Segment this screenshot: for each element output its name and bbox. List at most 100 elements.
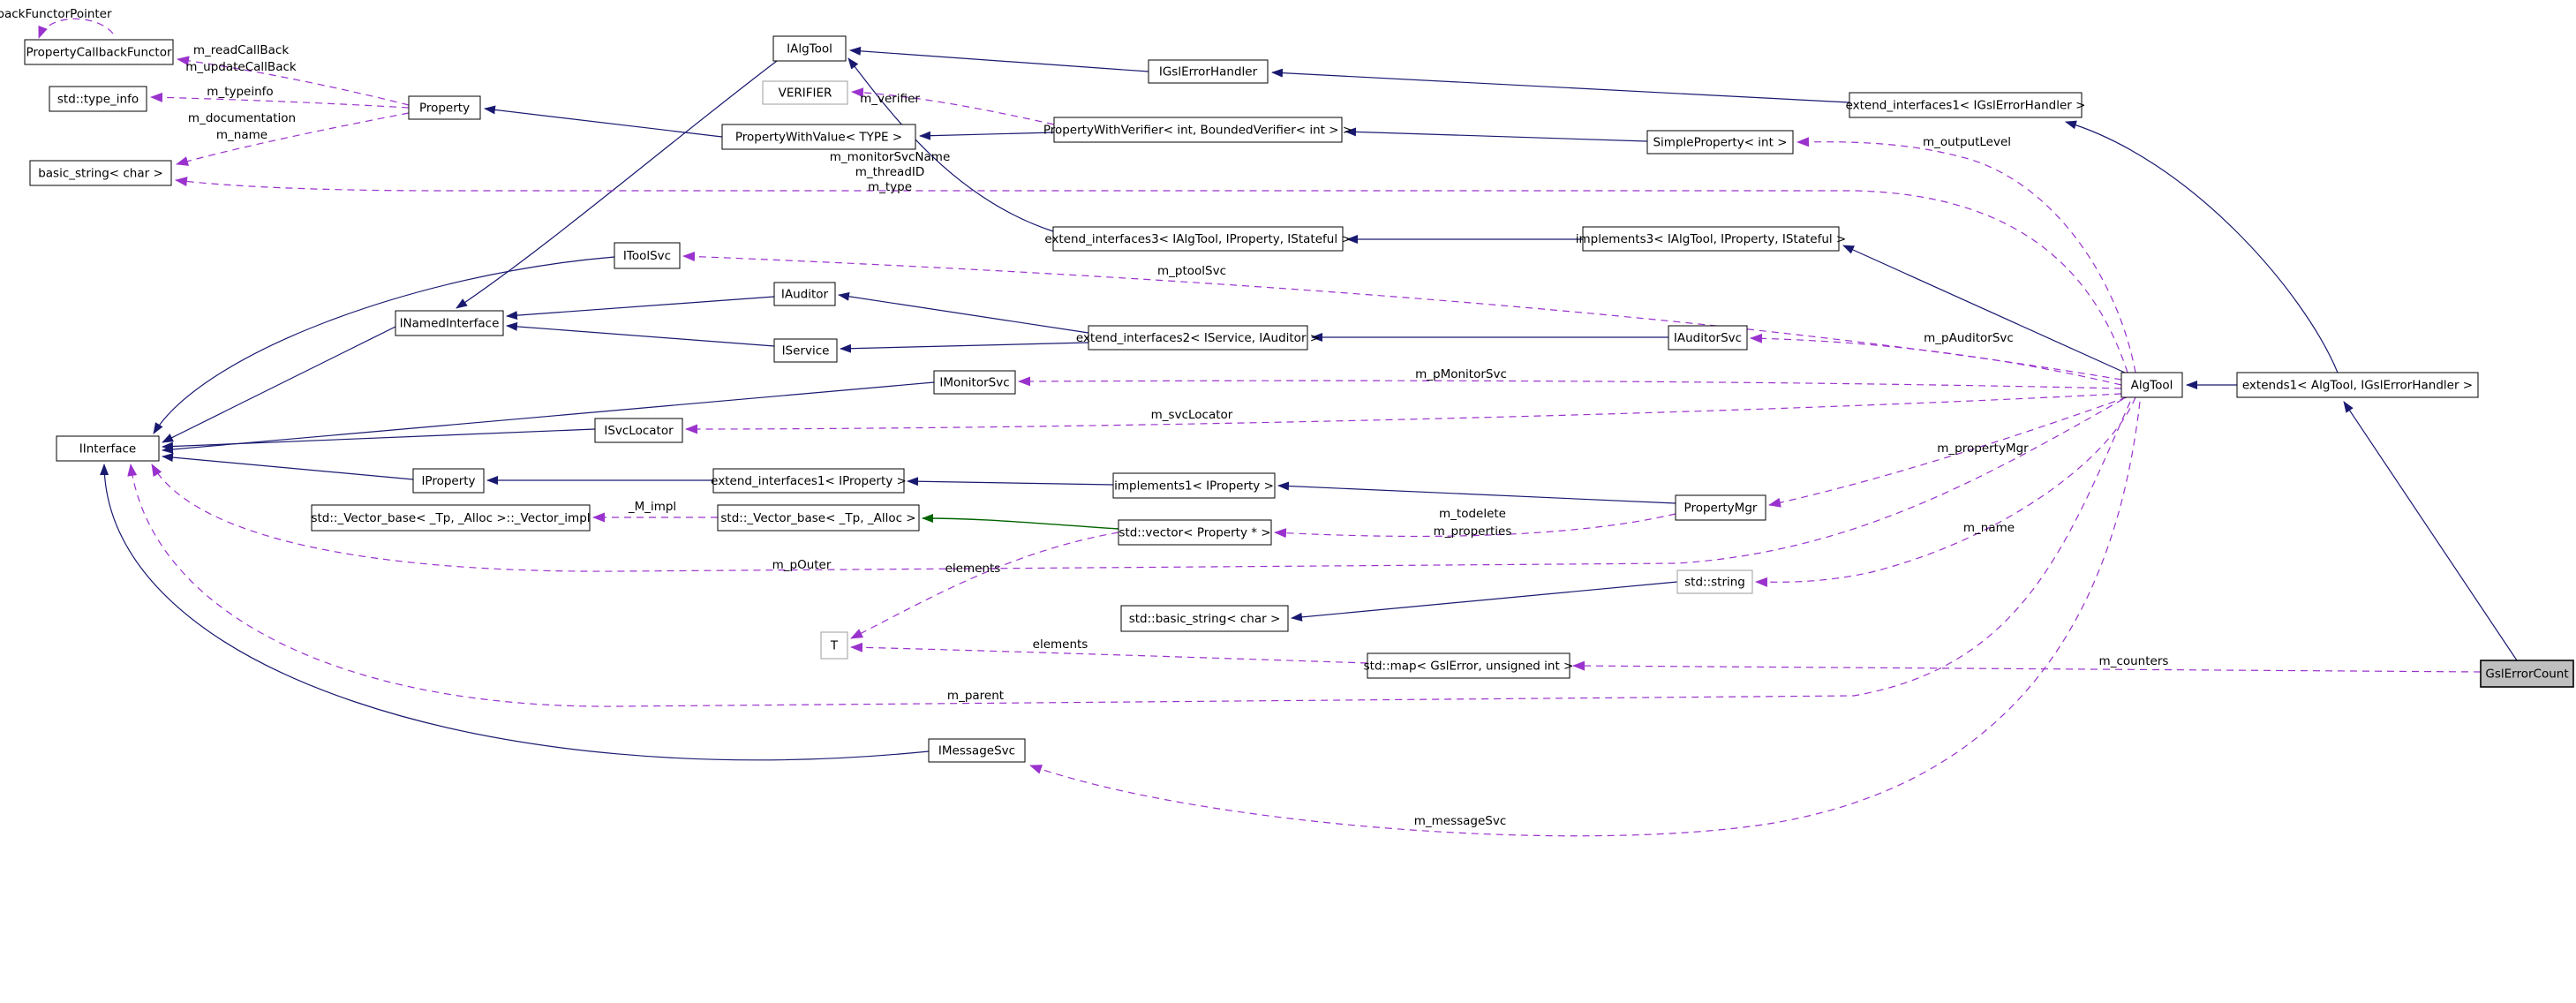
class-node-implements1-IProperty[interactable]: implements1< IProperty >	[1112, 472, 1276, 499]
class-node-box-PropertyCallbackFunctor[interactable]	[24, 39, 174, 65]
class-node-basic_string-char[interactable]: basic_string< char >	[29, 160, 172, 186]
class-node-box-extend_interfaces1-IGslErrorHandler[interactable]	[1849, 92, 2083, 118]
class-node-box-PropertyWithVerifier[interactable]	[1053, 117, 1343, 143]
class-node-label-IInterface: IInterface	[79, 442, 136, 456]
class-node-extend_interfaces1-IProperty[interactable]: extend_interfaces1< IProperty >	[711, 468, 907, 494]
edge-label-m_readCallBack-1: m_readCallBack	[193, 43, 289, 57]
class-node-box-basic_string-char[interactable]	[29, 160, 172, 186]
class-node-box-vector_base[interactable]	[717, 504, 920, 532]
class-node-vector_base[interactable]: std::_Vector_base< _Tp, _Alloc >	[717, 504, 920, 532]
class-node-IMonitorSvc[interactable]: IMonitorSvc	[933, 370, 1016, 395]
class-node-SimpleProperty-int[interactable]: SimpleProperty< int >	[1646, 130, 1794, 155]
class-node-box-VERIFIER[interactable]	[762, 80, 848, 105]
edge-string-to-basic_string	[1291, 581, 1678, 622]
class-node-box-IMonitorSvc[interactable]	[933, 370, 1016, 395]
class-node-IInterface[interactable]: IInterface	[56, 435, 160, 462]
edge-IMonitorSvc-to-IInterface	[162, 381, 935, 454]
class-node-AlgTool[interactable]: AlgTool	[2120, 372, 2183, 398]
class-node-T[interactable]: T	[820, 631, 848, 660]
class-node-std-string[interactable]: std::string	[1676, 569, 1753, 594]
class-node-label-implements1-IProperty: implements1< IProperty >	[1114, 479, 1274, 494]
class-node-INamedInterface[interactable]: INamedInterface	[395, 310, 504, 336]
class-node-box-IInterface[interactable]	[56, 435, 160, 462]
class-node-PropertyWithValue[interactable]: PropertyWithValue< TYPE >	[721, 124, 916, 150]
edge-label-elements-21: elements	[945, 562, 1001, 576]
class-node-extend_interfaces3[interactable]: extend_interfaces3< IAlgTool, IProperty,…	[1044, 226, 1352, 252]
class-node-box-std-vector-Property[interactable]	[1118, 519, 1272, 546]
class-node-box-PropertyWithValue[interactable]	[721, 124, 916, 150]
class-node-box-std-map[interactable]	[1367, 652, 1570, 679]
edge-label-m_ptoolSvc-11: m_ptoolSvc	[1157, 264, 1226, 278]
edge-label-m_pAuditorSvc-12: m_pAuditorSvc	[1924, 331, 2014, 345]
class-node-IMessageSvc[interactable]: IMessageSvc	[928, 738, 1026, 763]
class-node-implements3[interactable]: implements3< IAlgTool, IProperty, IState…	[1576, 226, 1846, 252]
class-node-IProperty[interactable]: IProperty	[412, 468, 485, 494]
edge-Property-to-basic_string	[176, 112, 410, 166]
class-node-box-extend_interfaces2[interactable]	[1088, 325, 1308, 351]
edge-extend_interfaces1GslEH-to-IGslErrorHandler	[1271, 68, 1850, 103]
class-node-box-extend_interfaces3[interactable]	[1052, 226, 1344, 252]
class-node-box-extend_interfaces1-IProperty[interactable]	[712, 468, 905, 494]
class-node-VERIFIER[interactable]: VERIFIER	[762, 80, 848, 105]
edge-label-m_todelete-17: m_todelete	[1439, 507, 1506, 521]
class-node-label-vector_impl: std::_Vector_base< _Tp, _Alloc >::_Vecto…	[311, 511, 590, 525]
class-node-IGslErrorHandler[interactable]: IGslErrorHandler	[1148, 59, 1269, 84]
class-node-label-IAuditorSvc: IAuditorSvc	[1674, 331, 1742, 345]
edge-implements1-to-extend_interfaces1IProp	[907, 477, 1114, 486]
class-node-std-type_info[interactable]: std::type_info	[49, 86, 147, 112]
class-node-extend_interfaces2[interactable]: extend_interfaces2< IService, IAuditor >	[1076, 325, 1320, 351]
class-node-vector_impl[interactable]: std::_Vector_base< _Tp, _Alloc >::_Vecto…	[311, 504, 591, 532]
class-node-box-implements1-IProperty[interactable]	[1112, 472, 1276, 499]
class-node-box-std-type_info[interactable]	[49, 86, 147, 112]
class-node-box-IMessageSvc[interactable]	[928, 738, 1026, 763]
class-node-box-SimpleProperty-int[interactable]	[1646, 130, 1794, 155]
class-node-std-map[interactable]: std::map< GslError, unsigned int >	[1364, 652, 1574, 679]
class-node-box-implements3[interactable]	[1582, 226, 1840, 252]
edge-extends1-to-extend_interfaces1GslEH	[2065, 120, 2339, 373]
class-node-box-IGslErrorHandler[interactable]	[1148, 59, 1269, 84]
class-node-std-vector-Property[interactable]: std::vector< Property * >	[1118, 519, 1272, 546]
class-node-box-PropertyMgr[interactable]	[1675, 494, 1766, 521]
class-node-label-IAlgTool: IAlgTool	[787, 42, 832, 57]
class-node-box-IService[interactable]	[773, 338, 838, 363]
class-node-IToolSvc[interactable]: IToolSvc	[614, 242, 681, 269]
class-node-box-IProperty[interactable]	[412, 468, 485, 494]
class-node-box-ISvcLocator[interactable]	[594, 418, 683, 443]
class-node-Property[interactable]: Property	[408, 95, 481, 120]
class-node-box-IToolSvc[interactable]	[614, 242, 681, 269]
class-node-box-vector_impl[interactable]	[311, 504, 591, 532]
class-node-GslErrorCount[interactable]: GslErrorCount	[2480, 660, 2574, 688]
class-node-label-std-vector-Property: std::vector< Property * >	[1119, 526, 1270, 540]
class-node-box-extends1[interactable]	[2236, 372, 2479, 398]
class-node-label-IService: IService	[782, 344, 830, 358]
class-node-PropertyMgr[interactable]: PropertyMgr	[1675, 494, 1766, 521]
class-node-ISvcLocator[interactable]: ISvcLocator	[594, 418, 683, 443]
class-node-IAuditorSvc[interactable]: IAuditorSvc	[1668, 325, 1748, 351]
edge-label-m_outputLevel-10: m_outputLevel	[1923, 135, 2011, 149]
class-node-box-IAlgTool[interactable]	[772, 35, 847, 62]
edge-label-elements-22: elements	[1033, 637, 1088, 652]
class-node-box-std-string[interactable]	[1676, 569, 1753, 594]
class-node-box-IAuditor[interactable]	[773, 282, 836, 306]
edge-map-to-T	[850, 642, 1368, 664]
class-node-box-std-basic_string-char[interactable]	[1120, 605, 1289, 632]
edge-label-m_documentation-4: m_documentation	[188, 111, 296, 125]
class-node-PropertyWithVerifier[interactable]: PropertyWithVerifier< int, BoundedVerifi…	[1043, 117, 1352, 143]
class-node-box-GslErrorCount[interactable]	[2480, 660, 2574, 688]
class-node-box-AlgTool[interactable]	[2120, 372, 2183, 398]
class-node-IAuditor[interactable]: IAuditor	[773, 282, 836, 306]
class-node-std-basic_string-char[interactable]: std::basic_string< char >	[1120, 605, 1289, 632]
class-node-box-T[interactable]	[820, 631, 848, 660]
class-node-box-INamedInterface[interactable]	[395, 310, 504, 336]
class-node-box-Property[interactable]	[408, 95, 481, 120]
class-node-extends1[interactable]: extends1< AlgTool, IGslErrorHandler >	[2236, 372, 2479, 398]
class-node-label-std-string: std::string	[1684, 576, 1745, 590]
class-node-extend_interfaces1-IGslErrorHandler[interactable]: extend_interfaces1< IGslErrorHandler >	[1846, 92, 2086, 118]
class-node-PropertyCallbackFunctor[interactable]: PropertyCallbackFunctor	[24, 39, 174, 65]
class-node-IAlgTool[interactable]: IAlgTool	[772, 35, 847, 62]
class-node-box-IAuditorSvc[interactable]	[1668, 325, 1748, 351]
edge-vector-to-T	[850, 532, 1119, 639]
class-node-label-IGslErrorHandler: IGslErrorHandler	[1159, 65, 1258, 79]
class-node-IService[interactable]: IService	[773, 338, 838, 363]
